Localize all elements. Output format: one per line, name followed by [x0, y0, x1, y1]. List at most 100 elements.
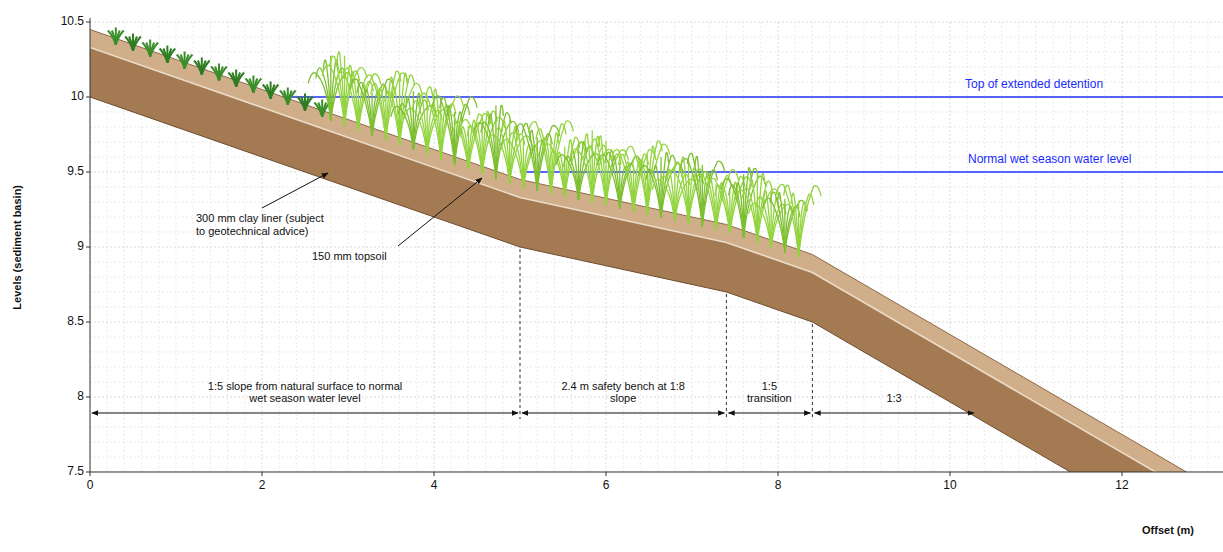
- reed-leaf: [515, 124, 538, 191]
- reed-leaf: [722, 190, 730, 233]
- grass-blade: [177, 55, 185, 69]
- grid-line: [1208, 22, 1209, 472]
- y-tick-label: 8: [77, 390, 84, 404]
- layer-boundary: [90, 48, 1223, 473]
- grid-line: [90, 337, 1223, 338]
- grass-blade: [246, 79, 254, 93]
- grass-blade: [288, 91, 296, 105]
- extension-line: [726, 294, 727, 419]
- tick-mark: [86, 322, 90, 323]
- dimension-label: 1:3: [886, 392, 901, 405]
- grid-line: [1156, 22, 1157, 472]
- reed-leaf: [681, 157, 689, 224]
- grass-blade: [160, 49, 168, 63]
- grid-line: [1190, 22, 1191, 472]
- tick-mark: [1122, 472, 1123, 476]
- reed-leaf: [420, 96, 428, 155]
- reed-leaf: [488, 114, 496, 179]
- axis-title: Offset (m): [1142, 524, 1194, 537]
- reed-leaf: [453, 121, 468, 169]
- grid-line: [881, 22, 882, 472]
- grass-blade: [280, 91, 288, 105]
- water-level-line: [284, 96, 1223, 97]
- reed-leaf: [398, 104, 413, 150]
- reed-leaf: [687, 153, 702, 227]
- reed-leaf: [406, 97, 414, 150]
- grid-line: [915, 22, 916, 472]
- vegetation: [108, 28, 821, 258]
- reed-leaf: [412, 101, 427, 155]
- tick-mark: [778, 472, 779, 476]
- grass-blade: [211, 67, 219, 81]
- reed-leaf: [350, 79, 373, 135]
- reed-leaf: [542, 144, 565, 197]
- reed-leaf: [715, 185, 730, 233]
- x-tick-label: 10: [943, 479, 956, 493]
- grid-line: [313, 22, 314, 472]
- grid-line: [950, 22, 951, 472]
- grass-blade: [219, 67, 227, 81]
- reed-leaf: [750, 180, 758, 243]
- reed-leaf: [516, 132, 524, 187]
- grid-line: [812, 22, 813, 472]
- reed-leaf: [599, 136, 607, 206]
- grid-line: [279, 22, 280, 472]
- reed-leaf: [625, 146, 648, 214]
- y-tick-label: 10: [71, 90, 84, 104]
- dimension-label: 1:5 slope from natural surface to normal…: [203, 380, 408, 405]
- grid-line: [864, 22, 865, 472]
- reed-leaf: [460, 120, 483, 174]
- reed-leaf: [646, 169, 661, 217]
- grid-line: [932, 22, 933, 472]
- reed-leaf: [363, 75, 386, 140]
- dimension-label: 1:5 transition: [738, 380, 800, 405]
- tick-mark: [606, 472, 607, 476]
- reed-leaf: [495, 128, 510, 184]
- extension-line: [520, 249, 521, 419]
- reed-leaf: [667, 169, 675, 221]
- grass-blade: [228, 73, 236, 87]
- y-tick-label: 9: [77, 240, 84, 254]
- ground-surface: [90, 30, 1223, 473]
- reed-leaf: [357, 82, 372, 135]
- reed-leaf: [660, 176, 675, 221]
- grass-blade: [116, 31, 124, 45]
- dimension-arrow: [814, 413, 973, 414]
- reed-leaf: [577, 143, 592, 203]
- reed-leaf: [701, 172, 716, 230]
- reed-leaf: [639, 165, 662, 217]
- reed-leaf: [721, 179, 744, 238]
- reed-leaf: [652, 179, 675, 220]
- grid-line: [1104, 22, 1105, 472]
- embankment: [90, 30, 1223, 473]
- reed-leaf: [570, 149, 593, 203]
- reed-leaf: [611, 150, 634, 212]
- x-tick-label: 2: [259, 479, 266, 493]
- reed-leaf: [377, 86, 400, 145]
- extension-line: [812, 324, 813, 419]
- dimension-label: 2.4 m safety bench at 1:8 slope: [561, 380, 686, 405]
- axis-title: Levels (sediment basin): [11, 185, 24, 310]
- reed-leaf: [528, 122, 551, 194]
- grass-blade: [150, 43, 158, 57]
- dimension-arrow: [728, 413, 810, 414]
- grass-blade: [202, 61, 210, 75]
- grid-line: [90, 472, 1223, 473]
- grid-line: [1173, 22, 1174, 472]
- reed-leaf: [392, 88, 400, 145]
- reed-leaf: [508, 133, 523, 188]
- reed-leaf: [695, 156, 703, 226]
- grass-blade: [271, 85, 279, 99]
- dimension-arrow: [522, 413, 724, 414]
- tick-mark: [86, 97, 90, 98]
- reed-leaf: [426, 87, 441, 159]
- grass-blade: [305, 97, 313, 111]
- grid-line: [451, 22, 452, 472]
- tick-mark: [950, 472, 951, 476]
- water-level-label: Normal wet season water level: [968, 153, 1131, 167]
- x-tick-label: 4: [431, 479, 438, 493]
- x-tick-label: 0: [87, 479, 94, 493]
- reed-leaf: [467, 126, 482, 174]
- reed-leaf: [777, 193, 785, 253]
